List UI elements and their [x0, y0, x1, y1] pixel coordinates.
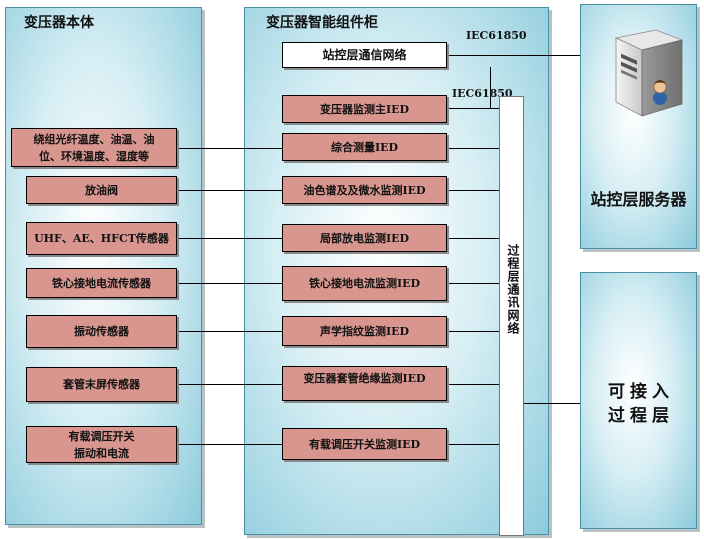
ied-bus-link-1 [446, 108, 499, 109]
process-layer-network-bus [499, 96, 524, 536]
sensor-uhf-ae-hfct-box: UHF、AE、HFCT传感器 [26, 222, 177, 255]
ied-acoustic-fingerprint: 声学指纹监测IED [282, 316, 447, 346]
sensor-oltc-line2: 振动和电流 [74, 446, 129, 460]
station-network-box: 站控层通信网络 [282, 42, 447, 68]
process-layer-network-label: 过程层通讯网络 [506, 244, 520, 335]
sensor-core-ground-label: 铁心接地电流传感器 [52, 276, 151, 290]
sensor-temperature-box: 绕组光纤温度、油温、油 位、环境温度、湿度等 [11, 128, 177, 167]
process-layer-access-panel [580, 272, 697, 529]
sensor-vibration-label: 振动传感器 [74, 325, 129, 338]
sensor-bushing-label: 套管末屏传感器 [63, 378, 140, 391]
ied-partial-discharge: 局部放电监测IED [282, 224, 447, 252]
sensor-oltc-line1: 有载调压开关 [68, 429, 135, 443]
sensor-link-5 [176, 331, 282, 332]
ied-bushing-insulation: 变压器套管绝缘监测IED [282, 366, 447, 401]
sensor-core-ground-box: 铁心接地电流传感器 [26, 268, 177, 298]
iec61850-process-label: IEC61850 [452, 87, 513, 100]
station-network-to-server-line [446, 55, 580, 56]
sensor-link-3 [176, 238, 282, 239]
station-server-label: 站控层服务器 [590, 190, 687, 209]
sensor-oil-valve-label: 放油阀 [85, 183, 118, 197]
ied-main-monitor: 变压器监测主IED [282, 95, 447, 123]
sensor-vibration-box: 振动传感器 [26, 315, 177, 348]
ied-bus-link-7 [446, 384, 499, 385]
process-access-line2: 过程层 [608, 406, 674, 426]
transformer-body-title: 变压器本体 [24, 15, 94, 31]
ied-oil-chromatography: 油色谱及及微水监测IED [282, 176, 447, 204]
ied-bus-link-2 [446, 148, 499, 149]
sensor-oltc-box: 有载调压开关 振动和电流 [26, 426, 177, 463]
ied-integrated-measurement: 综合测量IED [282, 133, 447, 161]
sensor-temperature-line2: 位、环境温度、湿度等 [39, 149, 149, 163]
iec61850-station-label: IEC61850 [466, 29, 527, 42]
cabinet-title: 变压器智能组件柜 [266, 15, 378, 31]
ied-bus-link-8 [446, 444, 499, 445]
sensor-link-6 [176, 384, 282, 385]
ied-bus-link-3 [446, 190, 499, 191]
sensor-link-2 [176, 190, 282, 191]
ied-core-ground-current: 铁心接地电流监测IED [282, 266, 447, 301]
sensor-oil-valve-box: 放油阀 [26, 176, 177, 204]
ied-bus-link-6 [446, 331, 499, 332]
sensor-link-4 [176, 283, 282, 284]
server-computer-icon [614, 29, 684, 117]
ied-bus-link-5 [446, 283, 499, 284]
ied-bus-link-4 [446, 238, 499, 239]
ied-oltc-monitor: 有载调压开关监测IED [282, 428, 447, 460]
sensor-temperature-line1: 绕组光纤温度、油温、油 [33, 132, 155, 146]
process-access-line1: 可接入 [608, 382, 674, 402]
sensor-uhf-ae-hfct-label: UHF、AE、HFCT传感器 [34, 232, 169, 245]
sensor-bushing-box: 套管末屏传感器 [26, 367, 177, 402]
sensor-link-1 [176, 148, 282, 149]
sensor-link-7 [176, 444, 282, 445]
bus-to-process-access-line [524, 403, 580, 404]
main-ied-to-station-network-line [490, 67, 491, 108]
